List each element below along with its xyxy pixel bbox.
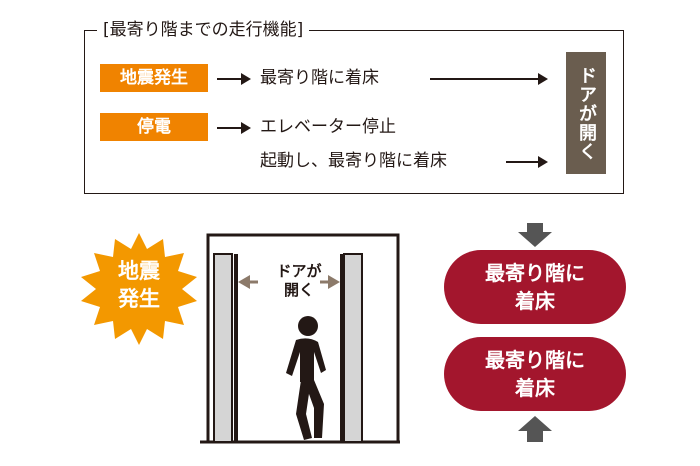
burst-line-2: 発生 bbox=[118, 287, 160, 311]
door-opens-label: ドアが 開く bbox=[254, 262, 344, 300]
walking-person-icon bbox=[286, 316, 326, 440]
arrow-right-icon bbox=[217, 122, 251, 134]
arrow-right-icon bbox=[217, 73, 251, 85]
door-label-line-2: 開く bbox=[283, 281, 314, 299]
arrow-up-icon bbox=[518, 416, 552, 442]
outage-step-restart: 起動し、最寄り階に着床 bbox=[260, 151, 447, 171]
arrow-right-icon bbox=[506, 156, 548, 168]
burst-label: 地震 発生 bbox=[80, 257, 198, 313]
elevator-illustration bbox=[200, 233, 400, 444]
arrival-bottom-line-2: 着床 bbox=[515, 376, 555, 400]
arrival-top-line-1: 最寄り階に bbox=[485, 261, 585, 285]
arrival-bottom-badge: 最寄り階に 着床 bbox=[444, 337, 626, 411]
outage-label: 停電 bbox=[100, 113, 208, 141]
frame-title: [最寄り階までの走行機能] bbox=[97, 19, 310, 41]
arrow-down-icon bbox=[518, 223, 552, 247]
earthquake-step: 最寄り階に着床 bbox=[260, 68, 379, 88]
door-opens-result: ドアが開く bbox=[566, 52, 606, 174]
arrival-bottom-line-1: 最寄り階に bbox=[485, 348, 585, 372]
flow-frame bbox=[84, 30, 624, 194]
arrow-right-icon bbox=[430, 73, 548, 85]
burst-line-1: 地震 bbox=[118, 259, 160, 283]
earthquake-label: 地震発生 bbox=[100, 64, 208, 92]
arrival-top-line-2: 着床 bbox=[515, 289, 555, 313]
burst-icon bbox=[81, 233, 197, 345]
outage-step-stop: エレベーター停止 bbox=[260, 117, 396, 137]
door-label-line-1: ドアが bbox=[276, 262, 322, 280]
arrival-top-badge: 最寄り階に 着床 bbox=[444, 250, 626, 324]
